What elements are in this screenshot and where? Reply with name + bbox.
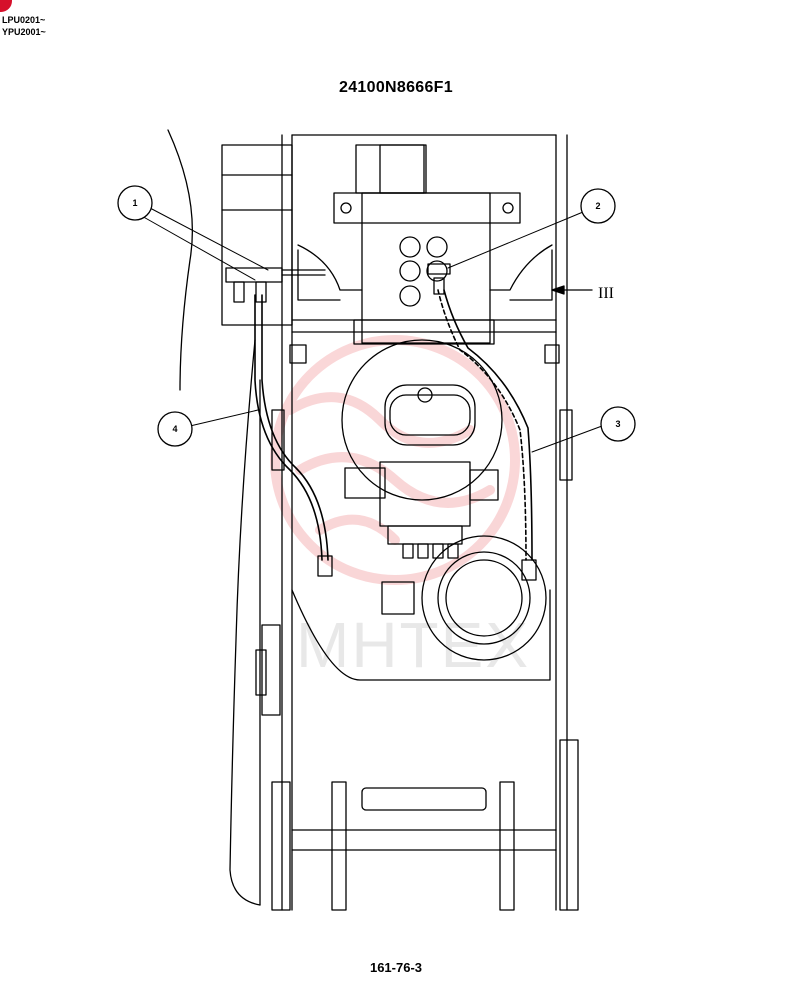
pump-assembly: [341, 339, 503, 615]
callout-1-number: 1: [132, 198, 137, 208]
callout-3-number: 3: [615, 419, 620, 429]
swing-boss: [291, 535, 551, 681]
callout-2-number: 2: [595, 201, 600, 211]
hose-fittings: [225, 263, 537, 581]
callout-3: 3: [600, 406, 636, 442]
callout-2: 2: [580, 188, 616, 224]
view-arrow: [551, 285, 593, 295]
frame-rails: [271, 134, 573, 911]
serial-range-label: LPU0201~ YPU2001~: [2, 14, 46, 38]
lower-frame: [271, 739, 579, 911]
view-marker-label: III: [598, 285, 614, 302]
valve-block: [297, 144, 553, 345]
left-structure: [167, 129, 293, 906]
callout-4-number: 4: [172, 424, 177, 434]
hydraulic-hoses: [254, 289, 533, 561]
callout-1: 1: [117, 185, 153, 221]
part-number-title: 24100N8666F1: [339, 79, 453, 96]
watermark-text: МНТЕХ: [296, 609, 530, 681]
leader-lines: [139, 207, 603, 453]
callout-4: 4: [157, 411, 193, 447]
serial-range-1: LPU0201~: [2, 15, 46, 25]
serial-range-2: YPU2001~: [2, 27, 46, 37]
page-number: 161-76-3: [369, 960, 423, 975]
